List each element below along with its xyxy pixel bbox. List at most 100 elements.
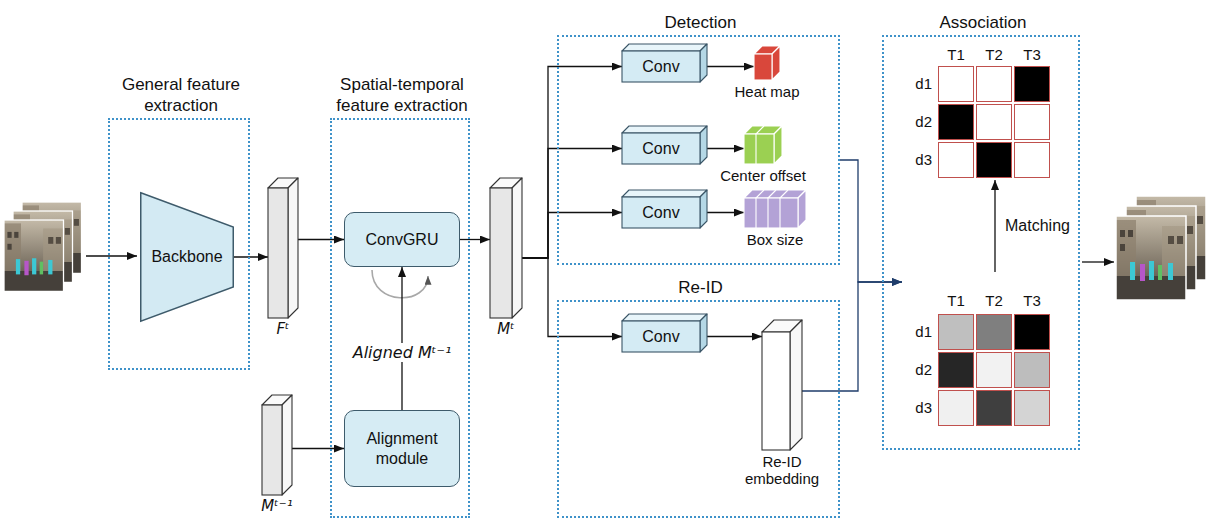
association-group-box: AssociationT1T2T3d1d2d3T1T2T3d1d2d3 [882,35,1080,450]
box-label: ConvGRU [350,230,454,249]
conv-block: Conv [622,190,707,228]
column-header: T3 [1014,292,1050,310]
output-map: Center offset [744,126,782,164]
slab-outline [262,395,292,495]
matrix-cell [976,352,1012,388]
row-header: d3 [902,151,932,169]
connector-arrow [707,148,744,149]
row-header: d1 [902,75,932,93]
connector-arrow [522,213,622,259]
output-label: Re-ID embedding [734,453,830,488]
matrix-cell [976,104,1012,140]
slab-outline [268,178,298,318]
input-arrow [86,255,137,256]
feature-label: Fᵗ [276,321,289,338]
connector-arrow [707,336,762,337]
connector-arrow [522,67,622,259]
feature-map: Mᵗ [490,178,522,318]
matrix-cell [976,142,1012,178]
output-label: Center offset [720,167,806,184]
matrix-cell [1014,66,1050,102]
output-arrow [1082,261,1114,262]
matrix-cell [1014,104,1050,140]
matrix-cell [976,66,1012,102]
row-header: d2 [902,361,932,379]
feature-label: Mᵗ [497,321,514,338]
row-header: d1 [902,323,932,341]
map-stack [744,190,806,228]
matrix-cell [938,314,974,350]
connector-arrow [460,239,490,240]
connector-arrow [840,160,902,282]
recurrent-loop-arrow [372,270,428,298]
branch-group-box: Re-IDConvRe-ID embedding [557,300,840,518]
conv-block: Conv [622,126,707,164]
box-label: Conv [626,57,696,76]
feature-label: Mᵗ⁻¹ [261,498,292,515]
matrix-cell [938,104,974,140]
matrix-cell [938,66,974,102]
stage-group-box: Spatial-temporal feature extractionConvG… [330,118,470,518]
column-header: T1 [938,292,974,310]
matrix-cell [976,314,1012,350]
group-heading: General feature extraction [92,75,270,116]
box-label: Alignment module [350,429,454,467]
connector-arrow [707,212,744,213]
group-heading: Association [866,13,1100,33]
conv-block: Conv [622,314,707,352]
output-frames [1116,196,1206,300]
process-box: ConvGRU [344,212,460,267]
matrix-cell [938,142,974,178]
column-header: T2 [976,292,1012,310]
connector-arrow [292,448,344,449]
column-header: T1 [938,46,974,64]
process-box: Alignment module [344,410,460,487]
edge-label: Matching [1003,216,1072,235]
group-heading: Re-ID [541,278,860,298]
box-label: Backbone [146,247,228,266]
feature-map: Mᵗ⁻¹ [262,395,292,495]
box-label: Conv [626,203,696,222]
connector-arrow [234,256,268,257]
box-label: Conv [626,327,696,346]
stage-group-box: General feature extractionBackbone [108,118,250,370]
map-stack [744,126,782,164]
connector-arrow [707,66,754,67]
connector-arrow [298,239,344,240]
matrix-cell [1014,352,1050,388]
matrix-cell [938,352,974,388]
box-label: Conv [626,139,696,158]
slab-outline [490,178,522,318]
assignment-matrix: T1T2T3d1d2d3 [902,44,1057,180]
feature-map: Fᵗ [268,178,298,318]
output-label: Box size [747,231,804,248]
similarity-matrix: T1T2T3 d1 d2 d3 [902,272,1057,428]
matrix-cell [1014,314,1050,350]
conv-face: Conv [622,321,700,352]
conv-block: Conv [622,44,707,82]
column-header: T2 [976,46,1012,64]
output-label: Heat map [734,83,799,100]
slab-outline [762,320,802,450]
conv-face: Conv [622,133,700,164]
map-stack [754,46,780,80]
matrix-cell [1014,142,1050,178]
group-heading: Spatial-temporal feature extraction [314,75,490,116]
branch-group-box: DetectionConvConvConvHeat mapCenter offs… [557,35,840,265]
connector-arrow [522,149,622,259]
embedding-map: Re-ID embedding [762,320,802,450]
backbone-trapezoid: Backbone [140,192,234,322]
conv-face: Conv [622,51,700,82]
matrix-cell [976,390,1012,426]
connector-arrow [522,258,622,337]
group-heading: Detection [541,13,860,33]
output-map: Box size [744,190,806,228]
connector-arrow [401,267,402,410]
output-map: Heat map [754,46,780,80]
row-header: d3 [902,399,932,417]
row-header: d2 [902,113,932,131]
edge-label: Aligned Mᵗ⁻¹ [351,343,454,362]
conv-face: Conv [622,197,700,228]
matrix-cell [1014,390,1050,426]
connector-arrow [994,180,995,272]
